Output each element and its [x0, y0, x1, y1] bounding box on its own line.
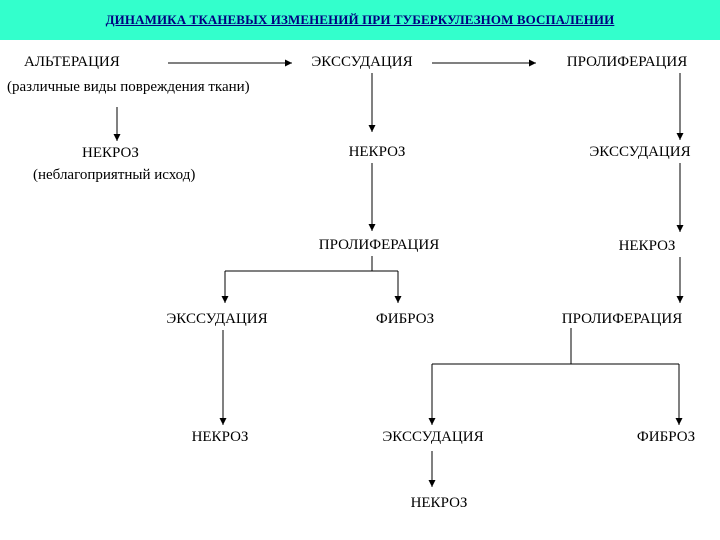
diagram-title: ДИНАМИКА ТКАНЕВЫХ ИЗМЕНЕНИЙ ПРИ ТУБЕРКУЛ… — [105, 12, 615, 27]
node-exudation-top: ЭКССУДАЦИЯ — [311, 54, 413, 70]
node-proliferation-mid: ПРОЛИФЕРАЦИЯ — [318, 237, 440, 253]
node-necrosis-left-note: (неблагоприятный исход) — [33, 167, 196, 183]
node-necrosis-left: НЕКРОЗ — [82, 145, 139, 161]
node-exudation-mid-left: ЭКССУДАЦИЯ — [166, 311, 268, 327]
node-alteration: АЛЬТЕРАЦИЯ — [24, 54, 120, 70]
title-bar: ДИНАМИКА ТКАНЕВЫХ ИЗМЕНЕНИЙ ПРИ ТУБЕРКУЛ… — [0, 0, 720, 40]
node-exudation-bottom: ЭКССУДАЦИЯ — [382, 429, 484, 445]
node-proliferation-right: ПРОЛИФЕРАЦИЯ — [561, 311, 683, 327]
node-necrosis-mid: НЕКРОЗ — [348, 144, 406, 160]
node-proliferation-top: ПРОЛИФЕРАЦИЯ — [566, 54, 688, 70]
node-exudation-right: ЭКССУДАЦИЯ — [589, 144, 691, 160]
node-fibrosis-bottom-right: ФИБРОЗ — [636, 429, 696, 445]
node-necrosis-bottom-left: НЕКРОЗ — [191, 429, 249, 445]
node-necrosis-final: НЕКРОЗ — [410, 495, 468, 511]
node-fibrosis-mid: ФИБРОЗ — [375, 311, 435, 327]
node-necrosis-right: НЕКРОЗ — [618, 238, 676, 254]
node-alteration-note: (различные виды повреждения ткани) — [7, 79, 250, 95]
